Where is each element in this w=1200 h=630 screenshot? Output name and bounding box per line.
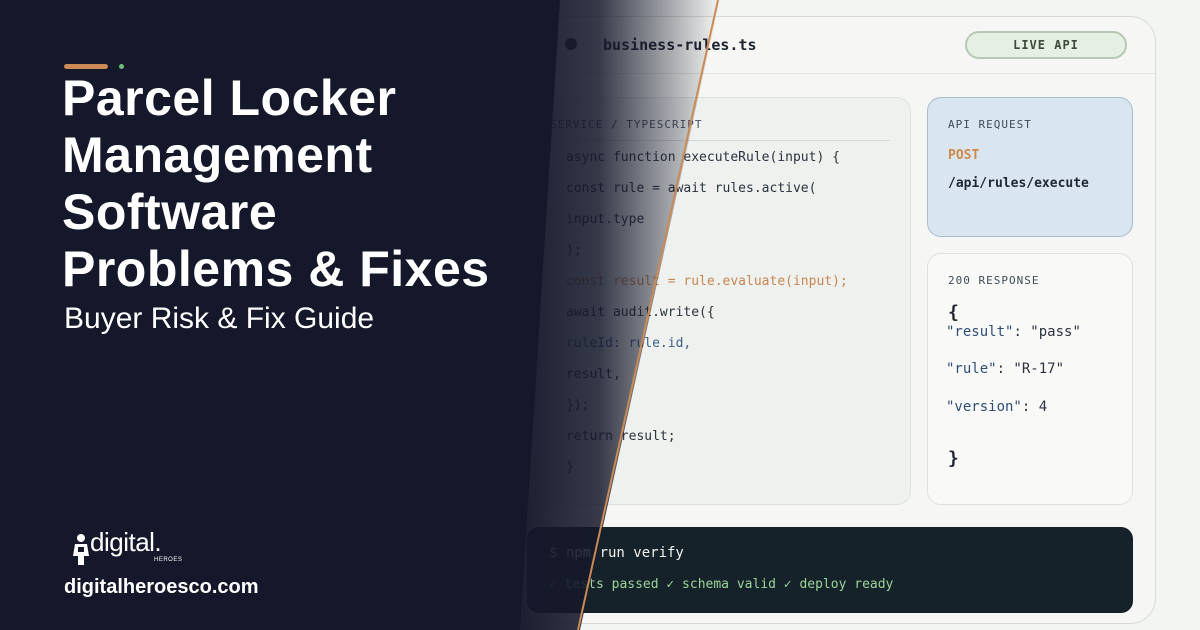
website-url[interactable]: digitalheroesco.com [64,576,259,598]
code-line: const result = rule.evaluate(input); [566,274,848,289]
title-line: Problems & Fixes [62,241,490,297]
window-dot-icon [565,38,577,50]
logo-wordmark: digital. [90,527,162,557]
file-name: business-rules.ts [603,36,757,54]
divider [550,140,890,141]
api-request-label: API REQUEST [948,118,1032,131]
code-panel: SERVICE / TYPESCRIPT async function exec… [535,97,911,505]
window-titlebar: business-rules.ts LIVE API [469,17,1155,74]
response-panel: 200 RESPONSE { "result": "pass" "rule": … [927,253,1133,505]
code-line: ); [566,243,582,258]
logo-subtext: HEROES [154,557,183,563]
accent-bar [64,64,108,69]
brand-logo[interactable]: digital. HEROES [68,524,188,570]
hero-figure-icon [73,534,89,565]
json-open-brace: { [948,302,959,323]
title-line: Parcel Locker [62,70,397,126]
code-line: }); [566,398,590,413]
terminal: $ npm run verify ✓ tests passed ✓ schema… [527,527,1133,613]
terminal-output: ✓ tests passed ✓ schema valid ✓ deploy r… [549,577,894,592]
code-line: const rule = await rules.active( [566,181,817,196]
http-method: POST [948,148,980,163]
json-key: "result" [946,324,1014,340]
api-path: /api/rules/execute [948,176,1089,191]
window-dot-icon [545,38,557,50]
response-label: 200 RESPONSE [948,274,1040,287]
json-value: : "pass" [1013,324,1081,340]
code-line: result, [566,367,621,382]
title-line: Management [62,127,373,183]
json-row: "result": "pass" [946,324,1081,340]
code-line: ruleId: rule.id, [566,336,692,351]
json-close-brace: } [948,448,959,469]
code-panel-label: SERVICE / TYPESCRIPT [550,118,703,131]
accent-dot [119,64,124,69]
json-value: : "R-17" [996,361,1065,377]
json-key: "rule" [946,361,997,377]
window-dot-icon [525,38,537,50]
code-line: async function executeRule(input) { [566,150,840,165]
json-row: "rule": "R-17" [946,361,1064,377]
page-title: Parcel Locker Management Software Proble… [62,70,532,298]
json-value: : 4 [1021,399,1048,415]
code-line: return result; [566,429,676,444]
code-line: await audit.write({ [566,305,715,320]
code-line: input.type [566,212,645,227]
code-line: } [566,460,574,475]
json-key: "version" [946,399,1022,415]
terminal-command: $ npm run verify [549,545,684,561]
api-request-panel: API REQUEST POST /api/rules/execute [927,97,1133,237]
json-row: "version": 4 [946,399,1047,415]
title-line: Software [62,184,278,240]
live-api-badge[interactable]: LIVE API [965,31,1127,59]
code-window: business-rules.ts LIVE API SERVICE / TYP… [468,16,1156,624]
page-subtitle: Buyer Risk & Fix Guide [64,302,375,335]
